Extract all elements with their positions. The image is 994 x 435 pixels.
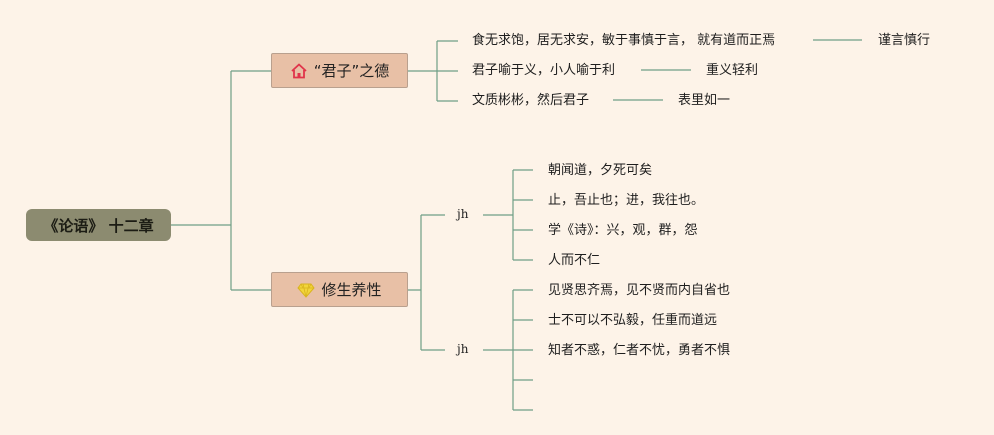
list-item[interactable]: 人而不仁 (548, 253, 601, 268)
list-item[interactable]: 知者不惑，仁者不忧，勇者不惧 (548, 343, 731, 358)
connector-subgroup-2 (483, 289, 533, 411)
list-item[interactable]: 学《诗》：兴，观，群，怨 (548, 223, 698, 238)
list-item[interactable]: 文质彬彬，然后君子 (472, 93, 590, 108)
list-item[interactable]: 士不可以不弘毅，任重而道远 (548, 313, 718, 328)
branch-label: “君子”之德 (313, 62, 390, 80)
root-label: 《论语》 十二章 (43, 216, 154, 235)
root-node[interactable]: 《论语》 十二章 (26, 209, 171, 241)
diamond-icon (297, 281, 316, 299)
subgroup-label[interactable]: jh (457, 342, 469, 356)
connector-branch-1 (408, 40, 458, 102)
connector-subgroup-1 (483, 169, 533, 261)
list-item[interactable]: 食无求饱，居无求安，敏于事慎于言， 就有道而正焉 (472, 33, 776, 48)
branch-node-junzi[interactable]: “君子”之德 (271, 53, 408, 88)
branch-node-xiusheng[interactable]: 修生养性 (271, 272, 408, 307)
branch-label: 修生养性 (321, 281, 382, 299)
subgroup-label[interactable]: jh (457, 207, 469, 221)
item-note[interactable]: 谨言慎行 (878, 33, 931, 48)
house-icon (290, 62, 308, 80)
list-item[interactable]: 止，吾止也；进，我往也。 (548, 193, 705, 208)
list-item[interactable]: 见贤思齐焉，见不贤而内自省也 (548, 283, 731, 298)
item-note[interactable]: 重义轻利 (706, 63, 759, 78)
connector-root (171, 70, 271, 291)
item-note[interactable]: 表里如一 (678, 93, 731, 108)
list-item[interactable]: 君子喻于义，小人喻于利 (472, 63, 616, 78)
list-item[interactable]: 朝闻道，夕死可矣 (548, 163, 653, 178)
